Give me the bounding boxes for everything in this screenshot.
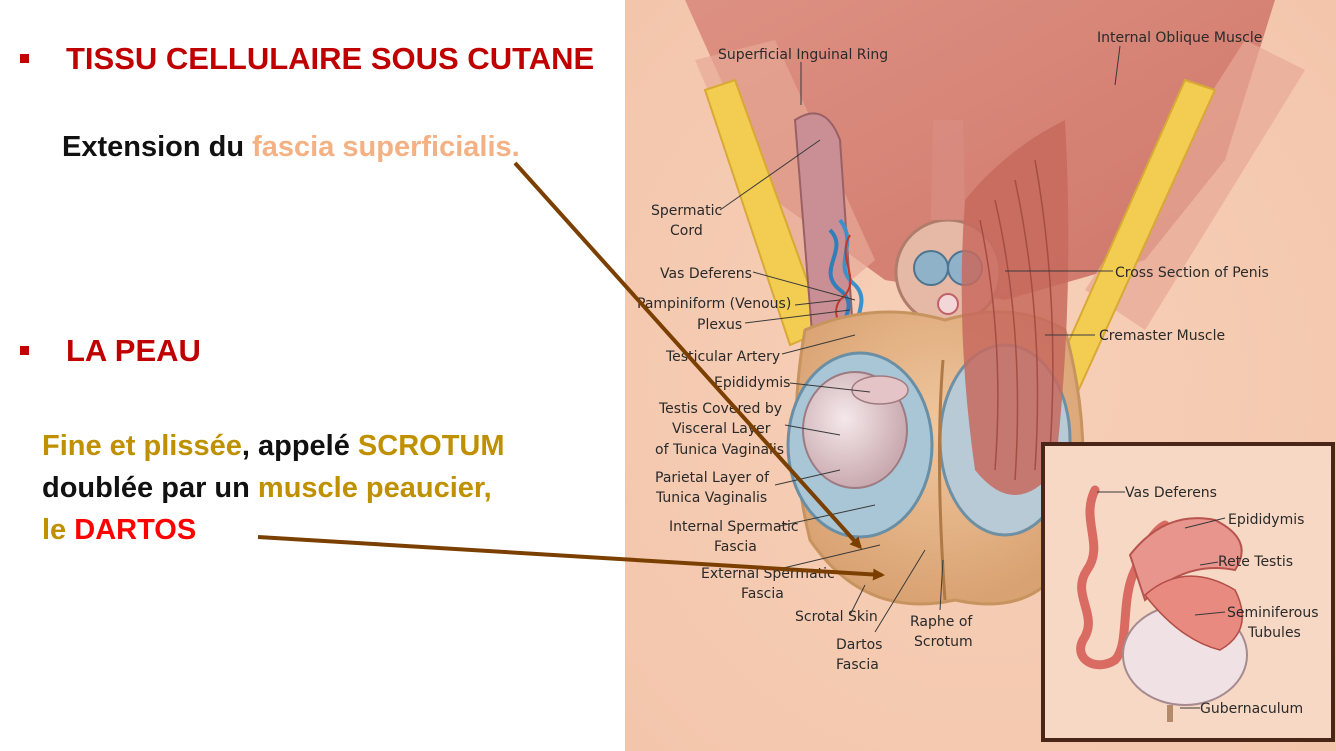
label-spermatic: Spermatic	[651, 203, 722, 219]
inset-label-seminiferous-1: Seminiferous	[1227, 605, 1319, 621]
label-superficial-inguinal-ring: Superficial Inguinal Ring	[718, 47, 888, 63]
label-testicular-artery: Testicular Artery	[665, 349, 780, 365]
label-internal-spermatic-2: Fascia	[714, 539, 757, 555]
cremaster-muscle	[961, 120, 1069, 495]
peau-scrotum: SCROTUM	[357, 430, 505, 462]
inset-label-seminiferous-2: Tubules	[1247, 625, 1301, 641]
inset-epididymis	[1128, 517, 1243, 602]
bullet-1	[20, 54, 29, 63]
bullet-2	[20, 346, 29, 355]
peau-line-1: Fine et plissée, appelé SCROTUM	[42, 425, 602, 467]
label-cord: Cord	[670, 223, 703, 239]
peau-le: le	[42, 514, 75, 547]
inset-leaders	[1097, 491, 1226, 709]
peau-dartos: DARTOS	[74, 514, 197, 547]
label-internal-oblique: Internal Oblique Muscle	[1097, 30, 1262, 46]
label-testis-covered-2: Visceral Layer	[672, 421, 771, 437]
label-epididymis: Epididymis	[714, 375, 790, 391]
inset-label-vas-deferens: Vas Deferens	[1125, 485, 1217, 501]
heading-peau: LA PEAU	[66, 333, 201, 368]
label-cross-section-penis: Cross Section of Penis	[1115, 265, 1269, 281]
label-scrotal-skin: Scrotal Skin	[795, 609, 878, 625]
inset-label-gubernaculum: Gubernaculum	[1200, 701, 1303, 717]
anatomy-figure: Superficial Inguinal Ring Internal Obliq…	[625, 0, 1336, 751]
fascia-highlight: fascia superficialis.	[252, 131, 520, 163]
fascia-line-plain: Extension du	[62, 131, 253, 163]
label-raphe-1: Raphe of	[910, 614, 973, 630]
peau-line-3: le DARTOS	[42, 509, 602, 551]
label-pampiniform: Pampiniform (Venous)	[637, 296, 791, 312]
peau-fine: Fine et plissée	[42, 430, 242, 462]
peau-doublee: doublée par un	[42, 472, 258, 505]
fascia-line: Extension du fascia superficialis.	[62, 126, 520, 168]
label-dartos-2: Fascia	[836, 657, 879, 673]
label-testis-covered-1: Testis Covered by	[658, 401, 782, 417]
corpus-spongiosum	[937, 293, 959, 315]
peau-appele: , appelé	[241, 430, 358, 462]
label-testis-covered-3: of Tunica Vaginalis	[655, 442, 784, 458]
cremaster-fibers	[979, 159, 1054, 481]
label-parietal-1: Parietal Layer of	[655, 470, 770, 486]
label-internal-spermatic-1: Internal Spermatic	[669, 519, 799, 535]
label-external-spermatic-2: Fascia	[741, 586, 784, 602]
inset-label-epididymis: Epididymis	[1228, 512, 1304, 528]
detail-inset: Vas Deferens Epididymis Rete Testis Semi…	[1041, 442, 1335, 742]
inset-label-rete-testis: Rete Testis	[1218, 554, 1293, 570]
corpus-left	[913, 250, 949, 286]
peau-muscle: muscle peaucier,	[257, 472, 492, 505]
label-vas-deferens: Vas Deferens	[660, 266, 752, 282]
peau-description: Fine et plissée, appelé SCROTUM doublée …	[42, 425, 602, 551]
label-parietal-2: Tunica Vaginalis	[655, 490, 767, 506]
label-external-spermatic-1: External Spermatic	[701, 566, 835, 582]
label-raphe-2: Scrotum	[914, 634, 973, 650]
heading-tissu: TISSU CELLULAIRE SOUS CUTANE	[66, 41, 595, 76]
penis-shaft	[931, 120, 965, 220]
external-oblique-right	[1085, 40, 1305, 330]
inset-seminiferous	[1143, 575, 1243, 651]
epididymis-left	[851, 375, 909, 405]
label-plexus: Plexus	[697, 317, 742, 333]
peau-line-2: doublée par un muscle peaucier,	[42, 467, 602, 509]
label-cremaster-muscle: Cremaster Muscle	[1099, 328, 1225, 344]
label-dartos-1: Dartos	[836, 637, 882, 653]
